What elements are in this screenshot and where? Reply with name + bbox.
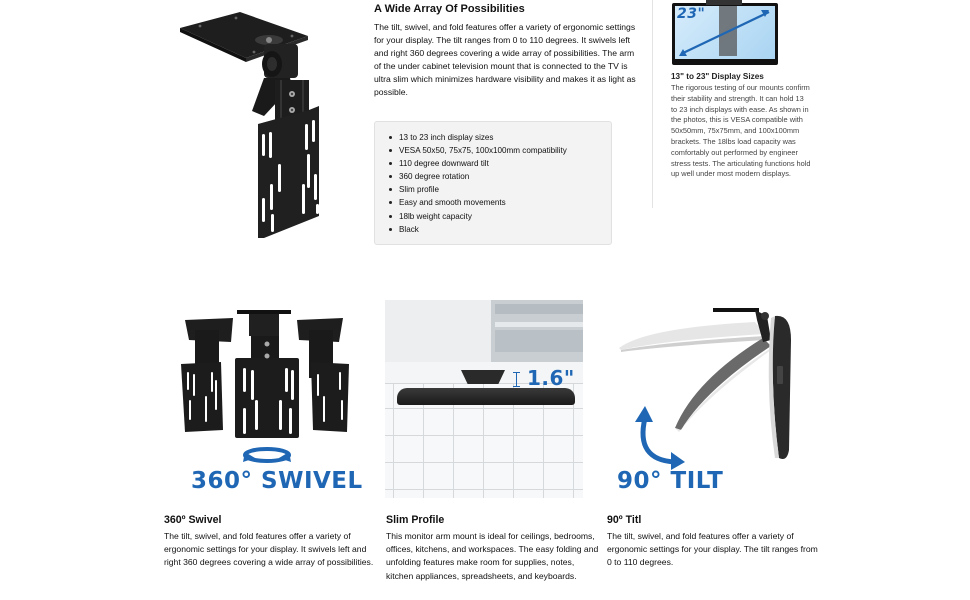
feature-item: 13 to 23 inch display sizes [387, 131, 611, 144]
feature-item: 18lb weight capacity [387, 210, 611, 223]
feature-item: Black [387, 223, 611, 236]
tilt-section: 90º Titl The tilt, swivel, and fold feat… [607, 513, 822, 570]
feature-item: 110 degree downward tilt [387, 157, 611, 170]
swivel-mounts-illustration [181, 310, 349, 463]
diagonal-arrow-icon [679, 10, 770, 56]
tilt-label: 90° TILT [617, 468, 724, 494]
slim-profile-section: Slim Profile This monitor arm mount is i… [386, 513, 601, 583]
display-size-section: 13" to 23" Display Sizes The rigorous te… [671, 71, 811, 180]
swivel-description: The tilt, swivel, and fold features offe… [164, 531, 374, 568]
feature-item: Easy and smooth movements [387, 196, 611, 209]
tilt-description: The tilt, swivel, and fold features offe… [607, 531, 818, 568]
feature-list-box: 13 to 23 inch display sizes VESA 50x50, … [374, 121, 612, 245]
display-size-title: 13" to 23" Display Sizes [671, 72, 764, 81]
dimension-marker-icon [516, 372, 517, 386]
main-description-section: A Wide Array Of Possibilities The tilt, … [374, 2, 636, 100]
product-image-mount [180, 12, 319, 238]
slim-profile-image: 1.6" [385, 300, 583, 498]
tilt-image: 90° TILT [605, 300, 805, 500]
display-size-image: 23" [672, 0, 778, 65]
tilt-arrow-icon [640, 417, 676, 465]
thickness-label: 1.6" [527, 366, 575, 390]
feature-item: Slim profile [387, 183, 611, 196]
feature-item: 360 degree rotation [387, 170, 611, 183]
vertical-divider [652, 0, 653, 208]
swivel-label: 360° SWIVEL [191, 468, 363, 494]
tilt-title: 90º Titl [607, 514, 642, 526]
feature-list: 13 to 23 inch display sizes VESA 50x50, … [387, 131, 611, 236]
section-title: A Wide Array Of Possibilities [374, 3, 525, 15]
slim-profile-description: This monitor arm mount is ideal for ceil… [386, 531, 599, 581]
swivel-section: 360º Swivel The tilt, swivel, and fold f… [164, 513, 379, 570]
section-description: The tilt, swivel, and fold features offe… [374, 22, 636, 98]
feature-item: VESA 50x50, 75x75, 100x100mm compatibili… [387, 144, 611, 157]
swivel-title: 360º Swivel [164, 514, 222, 526]
display-size-description: The rigorous testing of our mounts confi… [671, 83, 811, 179]
size-label: 23" [677, 6, 706, 22]
swivel-image: 360° SWIVEL [163, 300, 363, 500]
swivel-arrow-icon [243, 452, 255, 462]
slim-profile-title: Slim Profile [386, 514, 445, 526]
tilt-monitor-illustration [619, 308, 791, 470]
